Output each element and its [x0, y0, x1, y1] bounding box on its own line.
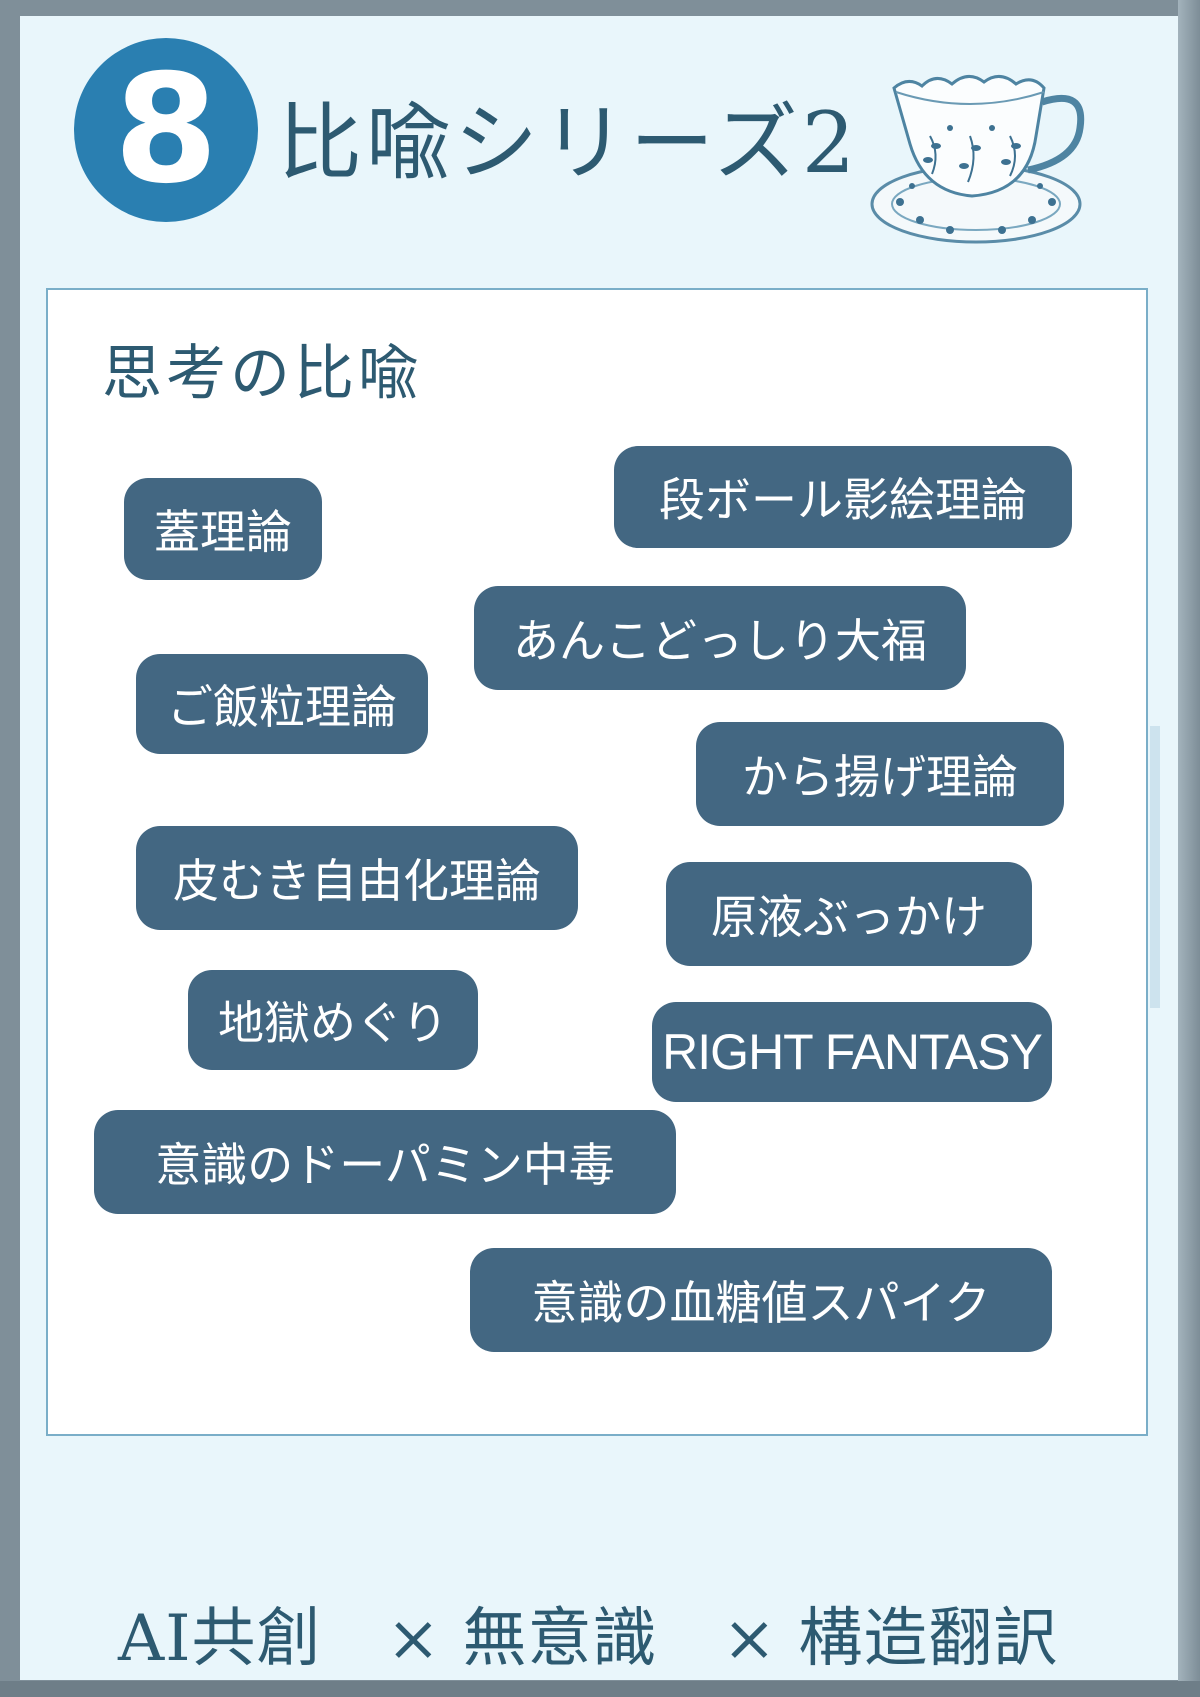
footer-tagline: AI共創 × 無意識 × 構造翻訳 [118, 1602, 1059, 1676]
tag-item: 蓋理論 [124, 478, 322, 580]
tag-item: から揚げ理論 [696, 722, 1064, 826]
bottom-frame [0, 1681, 1200, 1697]
teacup-icon [870, 75, 1085, 244]
tag-item: 地獄めぐり [188, 970, 478, 1070]
tag-item: ご飯粒理論 [136, 654, 428, 754]
panel-heading: 思考の比喩 [102, 339, 422, 409]
metaphor-panel: 思考の比喩 段ボール影絵理論 蓋理論 あんこどっしり大福 ご飯粒理論 から揚げ理… [46, 288, 1148, 1436]
tag-item: RIGHT FANTASY [652, 1002, 1052, 1102]
tag-item: あんこどっしり大福 [474, 586, 966, 690]
scroll-indicator[interactable] [1150, 726, 1160, 1008]
tag-item: 意識の血糖値スパイク [470, 1248, 1052, 1352]
tag-item: 意識のドーパミン中毒 [94, 1110, 676, 1214]
number-badge: 8 [74, 38, 258, 222]
tag-item: 段ボール影絵理論 [614, 446, 1072, 548]
right-frame [1178, 0, 1200, 1697]
page-title: 比喩シリーズ2 [278, 94, 860, 192]
tag-item: 原液ぶっかけ [666, 862, 1032, 966]
page: 8 比喩シリーズ2 思考の比喩 段ボール影絵理論 蓋理論 あんこどっしり大福 [20, 16, 1178, 1680]
tag-item: 皮むき自由化理論 [136, 826, 578, 930]
